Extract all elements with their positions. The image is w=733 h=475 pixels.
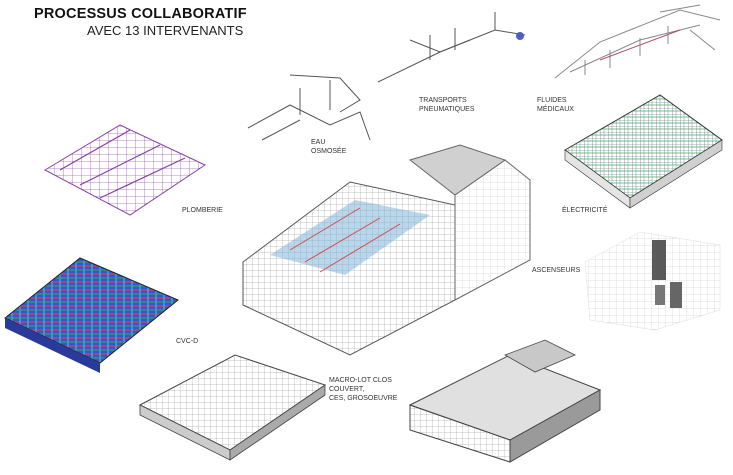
label-plomberie: PLOMBERIE (182, 207, 223, 214)
label-fluides-medicaux: FLUIDES MÉDICAUX (537, 97, 574, 113)
fluides-medicaux-model (554, 4, 721, 79)
label-macro-lot: MACRO-LOT CLOS COUVERT, CES, GROSOEUVRE (329, 377, 398, 402)
electricite-model (564, 94, 723, 209)
transports-pneumatiques-model (377, 12, 526, 83)
title-subtitle: AVEC 13 INTERVENANTS (87, 23, 244, 38)
label-electricite: ÉLECTRICITÉ (562, 207, 608, 214)
label-cvc-d: CVC-D (176, 338, 199, 345)
diagram-title: PROCESSUS COLLABORATIF AVEC 13 INTERVENA… (34, 6, 247, 38)
title-main: PROCESSUS COLLABORATIF (34, 6, 247, 22)
label-ascenseurs: ASCENSEURS (532, 267, 581, 274)
label-eau-osmosee: EAU OSMOSÉE (311, 139, 347, 155)
macro-lot-model (138, 354, 327, 461)
eau-osmosee-model (247, 74, 371, 141)
cvc-d-model (4, 257, 179, 373)
plomberie-model (43, 124, 207, 216)
gros-oeuvre-model (408, 339, 602, 463)
central-building-model (242, 144, 531, 356)
ascenseurs-model (584, 231, 721, 331)
label-transports-pneumatiques: TRANSPORTS PNEUMATIQUES (419, 97, 475, 113)
